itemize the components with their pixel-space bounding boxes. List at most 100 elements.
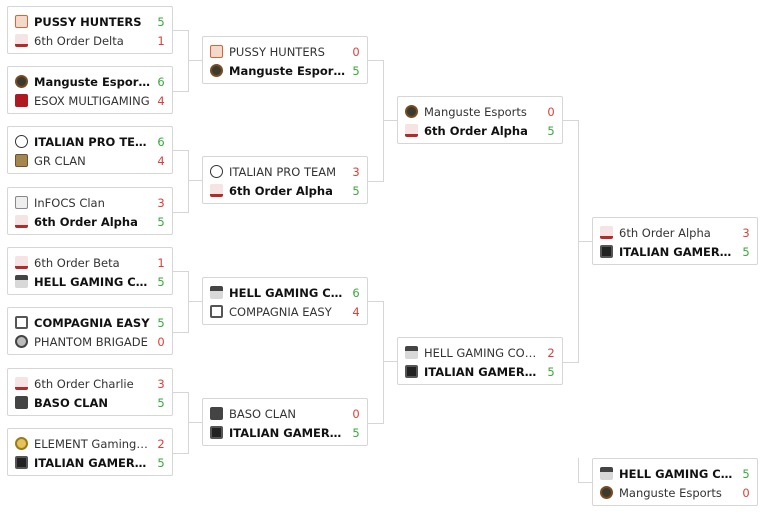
match-card-r3m2[interactable]: HELL GAMING COMMUNITY2ITALIAN GAMERS TEA… [397, 337, 563, 385]
team-row[interactable]: ITALIAN GAMERS TEAM5 [593, 242, 757, 261]
team-name: 6th Order Alpha [619, 225, 711, 240]
team-score: 5 [157, 315, 165, 330]
team-name: HELL GAMING COMMUNITY [619, 466, 735, 481]
team-name: Manguste Esports [229, 63, 345, 78]
bracket-connector [383, 361, 397, 362]
bracket-connector [173, 30, 189, 92]
compagnia-logo-icon [210, 305, 223, 318]
team-score: 0 [352, 44, 360, 59]
sniper-logo-icon [210, 184, 223, 197]
italian-gamers-logo-icon [405, 365, 418, 378]
team-name: PUSSY HUNTERS [34, 14, 142, 29]
baso-logo-icon [210, 407, 223, 420]
team-score: 3 [352, 164, 360, 179]
team-row[interactable]: GR CLAN 4 [8, 151, 172, 170]
team-row[interactable]: 6th Order Alpha 3 [593, 223, 757, 242]
team-row[interactable]: HELL GAMING COMMUNITY5 [8, 272, 172, 291]
bracket-connector [173, 392, 189, 454]
mongoose-logo-icon [210, 64, 223, 77]
team-row[interactable]: ITALIAN GAMERS TEAM5 [8, 453, 172, 472]
match-card-r1m8[interactable]: ELEMENT Gaming Team2ITALIAN GAMERS TEAM5 [7, 428, 173, 476]
team-name: HELL GAMING COMMUNITY [424, 345, 540, 360]
team-row[interactable]: 6th Order Alpha 5 [398, 121, 562, 140]
bracket-connector [578, 482, 592, 483]
team-score: 5 [742, 244, 750, 259]
team-score: 4 [352, 304, 360, 319]
team-score: 3 [742, 225, 750, 240]
team-row[interactable]: HELL GAMING COMMUNITY2 [398, 343, 562, 362]
gr-clan-logo-icon [15, 154, 28, 167]
team-row[interactable]: HELL GAMING COMMUNITY 6 [203, 283, 367, 302]
team-name: 6th Order Alpha [424, 123, 528, 138]
team-score: 5 [352, 425, 360, 440]
team-name: ITALIAN GAMERS TEAM [34, 455, 150, 470]
team-name: ITALIAN PRO TEAM [229, 164, 337, 179]
team-name: Manguste Esports [34, 74, 150, 89]
team-score: 0 [157, 334, 165, 349]
team-name: HELL GAMING COMMUNITY [229, 285, 345, 300]
team-score: 5 [352, 183, 360, 198]
team-row[interactable]: ITALIAN GAMERS TEAM5 [203, 423, 367, 442]
mongoose-logo-icon [15, 75, 28, 88]
italian-gamers-logo-icon [210, 426, 223, 439]
team-row[interactable]: ITALIAN PRO TEAM 3 [203, 162, 367, 181]
bracket-connector [383, 120, 397, 121]
hell-gaming-logo-icon [405, 346, 418, 359]
team-score: 3 [157, 195, 165, 210]
team-name: ELEMENT Gaming Team [34, 436, 150, 451]
team-row[interactable]: ITALIAN GAMERS TEAM5 [398, 362, 562, 381]
bracket-connector [188, 422, 202, 423]
team-name: GR CLAN [34, 153, 86, 168]
team-score: 6 [157, 74, 165, 89]
team-score: 4 [157, 153, 165, 168]
team-row[interactable]: HELL GAMING COMMUNITY5 [593, 464, 757, 483]
team-score: 5 [547, 123, 555, 138]
sniper-logo-icon [15, 215, 28, 228]
team-row[interactable]: Manguste Esports 6 [8, 72, 172, 91]
fox-logo-icon [210, 45, 223, 58]
mongoose-logo-icon [405, 105, 418, 118]
baso-logo-icon [15, 396, 28, 409]
team-score: 6 [352, 285, 360, 300]
bracket-connector [368, 60, 384, 182]
mongoose-logo-icon [600, 486, 613, 499]
bracket-connector [188, 180, 202, 181]
phantom-logo-icon [15, 335, 28, 348]
team-score: 5 [157, 214, 165, 229]
team-name: ESOX MULTIGAMING [34, 93, 150, 108]
team-row[interactable]: ELEMENT Gaming Team2 [8, 434, 172, 453]
team-name: HELL GAMING COMMUNITY [34, 274, 150, 289]
